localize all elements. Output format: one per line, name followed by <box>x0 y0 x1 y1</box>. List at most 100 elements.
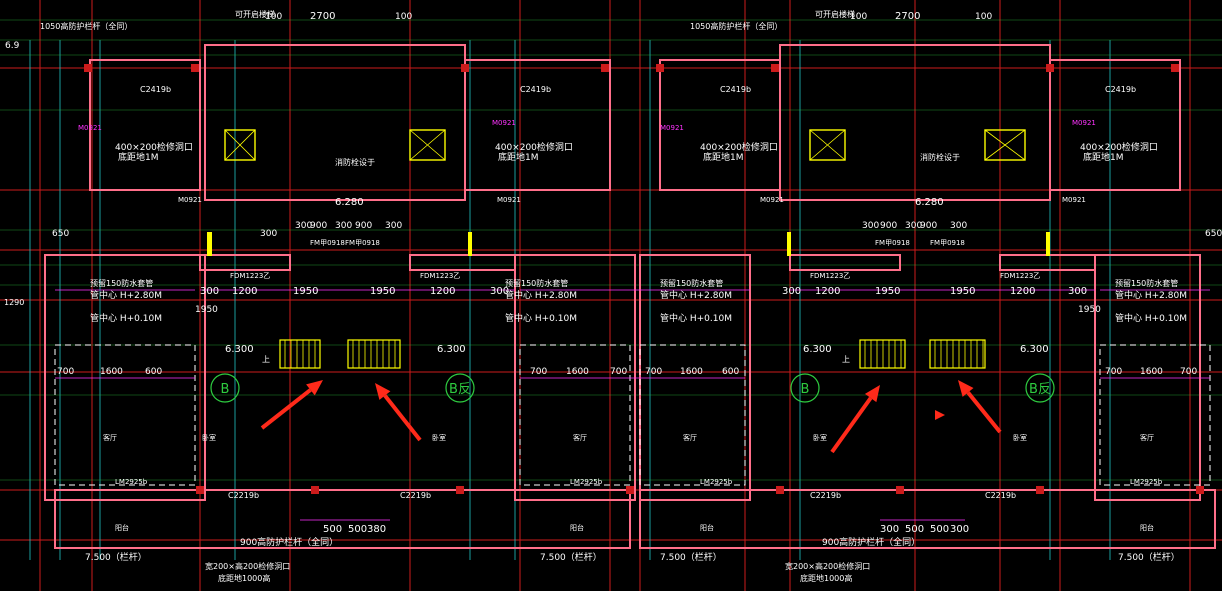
wall-block <box>54 489 631 549</box>
red-pointer-arrows <box>260 380 1002 454</box>
dim-text: 1950 <box>1078 305 1101 315</box>
dim-text: 400×200检修洞口 <box>115 141 193 153</box>
stair-outline <box>929 339 986 369</box>
dim-text: 650 <box>52 229 69 239</box>
dim-text: C2419b <box>520 85 551 94</box>
dim-text: M0921 <box>497 196 521 204</box>
dim-text: 900 <box>880 221 897 231</box>
dim-text: M0921 <box>492 119 516 127</box>
dim-text: 2700 <box>310 11 335 22</box>
dim-text: 600 <box>145 367 162 377</box>
dim-text: C2219b <box>985 491 1016 500</box>
dim-text: 阳台 <box>700 523 714 532</box>
dim-text: 1950 <box>293 286 318 297</box>
column <box>601 64 609 72</box>
elevator-outline <box>984 129 1026 161</box>
dim-text: 客厅 <box>573 433 587 442</box>
dim-text: C2219b <box>400 491 431 500</box>
dim-text: 400×200检修洞口 <box>700 141 778 153</box>
dim-text: 7.500（栏杆） <box>85 551 147 563</box>
dim-text: 700 <box>1180 367 1197 377</box>
dim-text: 客厅 <box>1140 433 1154 442</box>
red-arrow <box>260 380 323 430</box>
rail-note: 1050高防护栏杆（全同） <box>40 21 132 31</box>
dim-text: LM2925b <box>700 478 733 486</box>
elevator-cross <box>224 129 256 161</box>
dim-text: 100 <box>395 12 412 22</box>
dim-text: 300 <box>905 221 922 231</box>
dim-text: LM2925b <box>1130 478 1163 486</box>
dim-text: 卧室 <box>202 433 216 442</box>
room-outline <box>54 344 196 486</box>
dim-text: 700 <box>530 367 547 377</box>
dim-text: 底距地1M <box>703 151 744 163</box>
dim-text: FDM1223乙 <box>420 272 460 280</box>
dim-text: LM2925b <box>115 478 148 486</box>
dim-text: 底距地1M <box>118 151 159 163</box>
axis-bubble-label: B <box>801 382 810 397</box>
dim-text: 客厅 <box>103 433 117 442</box>
room-outline <box>519 344 631 486</box>
stair-flight <box>279 339 321 369</box>
dim-text: 900 <box>920 221 937 231</box>
column <box>1196 486 1204 494</box>
dim-text: 700 <box>57 367 74 377</box>
dim-text: 6.300 <box>803 344 832 355</box>
wall-block <box>789 254 901 271</box>
axis-bubble <box>445 373 475 403</box>
dim-text: FDM1223乙 <box>810 272 850 280</box>
column <box>311 486 319 494</box>
column <box>656 64 664 72</box>
dim-text: 300 <box>200 286 219 297</box>
axis-bubble <box>790 373 820 403</box>
dim-text: 100 <box>850 12 867 22</box>
dim-text: 1600 <box>1140 367 1163 377</box>
wall-block <box>89 59 201 191</box>
stair-flight <box>859 339 906 369</box>
dim-text: FDM1223乙 <box>230 272 270 280</box>
elevator-cross <box>809 129 846 161</box>
wall-block <box>199 254 291 271</box>
dim-text: 管中心 H+2.80M <box>90 289 162 301</box>
dim-text: 500 <box>348 524 367 535</box>
axis-bubble-label: B反 <box>1029 382 1051 397</box>
axis-bubble <box>210 373 240 403</box>
rail-note: 1050高防护栏杆（全同） <box>690 21 782 31</box>
dim-text: 300 <box>782 286 801 297</box>
dim-text: 1290 <box>4 298 24 307</box>
dim-text: FM甲0918 <box>310 239 345 247</box>
dim-text: 底距地1M <box>1083 151 1124 163</box>
dim-text: M0921 <box>78 124 102 132</box>
wall-block <box>409 254 516 271</box>
dim-text: 380 <box>367 524 386 535</box>
dim-text: 管中心 H+2.80M <box>1115 289 1187 301</box>
wall-block <box>639 254 751 501</box>
dim-text: 管中心 H+2.80M <box>505 289 577 301</box>
elevator-car <box>984 129 1026 161</box>
dim-text: 可开启楼梯 <box>235 9 275 19</box>
axis-bubble-label: B <box>221 382 230 397</box>
dim-text: 1600 <box>566 367 589 377</box>
dim-text: 2700 <box>895 11 920 22</box>
dim-text: C2219b <box>810 491 841 500</box>
column <box>456 486 464 494</box>
elevator-outline <box>409 129 446 161</box>
dim-text: C2419b <box>140 85 171 94</box>
dim-text: 管中心 H+0.10M <box>660 312 732 324</box>
dim-text: 宽200×高200检修洞口 <box>205 561 290 571</box>
wall-block <box>779 44 1051 201</box>
elevator-cross <box>984 129 1026 161</box>
stair-flight <box>347 339 401 369</box>
dim-text: 消防栓设于 <box>335 157 375 167</box>
dim-text: 6.9 <box>5 41 20 51</box>
dim-text: 管中心 H+2.80M <box>660 289 732 301</box>
wall-block <box>1094 254 1201 501</box>
dim-text: 可开启楼梯 <box>815 9 855 19</box>
wall-block <box>639 489 1216 549</box>
dim-text: 客厅 <box>683 433 697 442</box>
dim-text: 1950 <box>950 286 975 297</box>
dim-text: 1200 <box>232 286 257 297</box>
